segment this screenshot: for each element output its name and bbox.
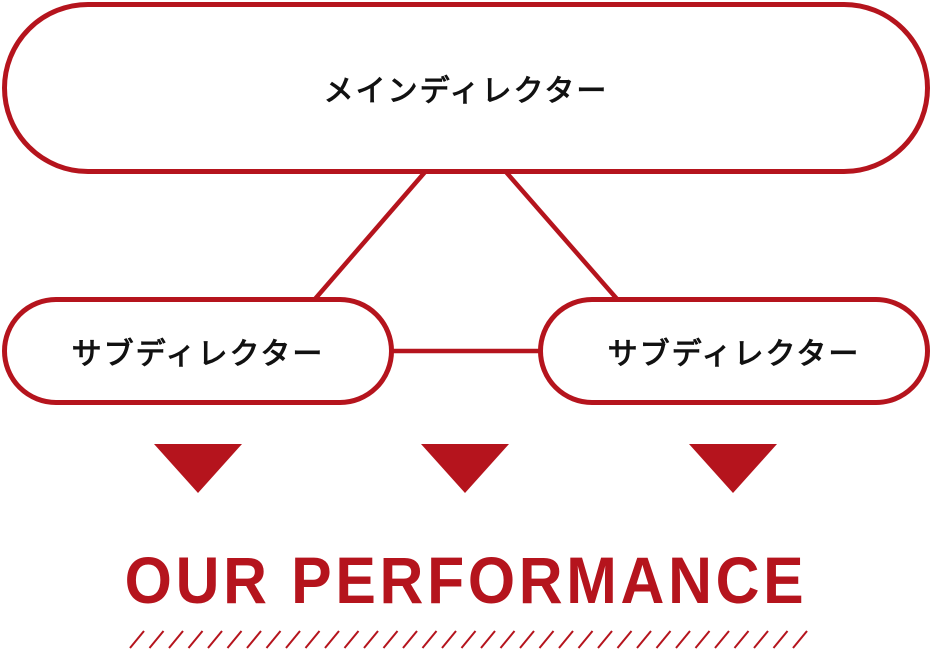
section-title: OUR PERFORMANCE [124, 543, 808, 617]
down-triangle-icon [421, 444, 509, 493]
sub-director-label: サブディレクター [71, 337, 325, 372]
main-director-label: メインディレクター [323, 74, 609, 109]
sub-director-label: サブディレクター [607, 337, 861, 372]
down-triangle-icon [689, 444, 777, 493]
sub-director-node-left: サブディレクター [2, 297, 394, 405]
main-director-node: メインディレクター [2, 2, 930, 174]
down-triangle-icon [154, 444, 242, 493]
hatch-underline-decoration [129, 630, 808, 649]
sub-director-node-right: サブディレクター [538, 297, 930, 405]
